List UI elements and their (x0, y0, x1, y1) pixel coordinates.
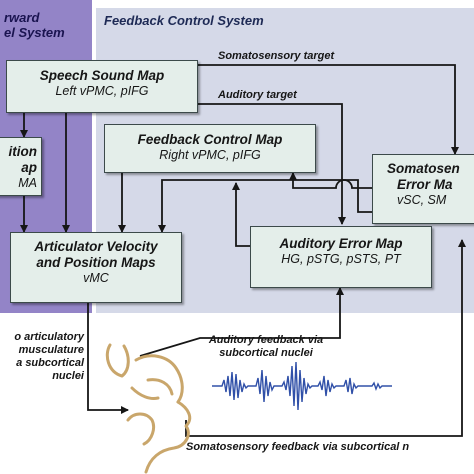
somatosensory-error-map-line1: Somatosen (387, 161, 460, 176)
auditory-feedback-line2: subcortical nuclei (219, 347, 313, 359)
speech-sound-map-box: Speech Sound Map Left vPMC, pIFG (6, 60, 198, 113)
to-musculature-label: o articulatory musculature a subcortical… (0, 331, 84, 383)
articulator-maps-line2: and Position Maps (36, 255, 156, 270)
feedback-control-map-title: Feedback Control Map (137, 132, 283, 147)
auditory-target-arrow (198, 103, 346, 225)
auditory-target-label: Auditory target (218, 89, 297, 101)
auditory-feedback-arrow (139, 287, 344, 357)
articulator-output-arrow (87, 303, 129, 414)
feedback-panel-title: Feedback Control System (104, 13, 264, 28)
audio-waveform (212, 361, 392, 411)
feedback-control-map-box: Feedback Control Map Right vPMC, pIFG (104, 124, 316, 173)
feedforward-title-line1: rward (4, 10, 40, 25)
left-partial-map-line2: ap (21, 160, 37, 175)
somatosensory-error-map-box: Somatosen Error Ma vSC, SM (372, 154, 474, 224)
speech-sound-map-subtitle: Left vPMC, pIFG (55, 84, 149, 98)
feedforward-title-line2: el System (4, 25, 65, 40)
somatosensory-target-arrow (198, 64, 459, 155)
to-musculature-line1: o articulatory (14, 331, 84, 343)
auditory-feedback-line1: Auditory feedback via (208, 334, 324, 346)
somatosensory-feedback-label: Somatosensory feedback via subcortical n (186, 441, 410, 453)
to-musculature-line4: nuclei (52, 370, 84, 382)
left-partial-map-box: ition ap MA (0, 137, 42, 196)
speaker-head-outline (105, 343, 192, 474)
somato-error-to-articulator-arrow (158, 179, 372, 233)
auditory-error-map-subtitle: HG, pSTG, pSTS, PT (281, 252, 401, 266)
left-partial-map-line3: MA (18, 176, 37, 190)
feedback-control-map-subtitle: Right vPMC, pIFG (159, 148, 261, 162)
feedforward-panel-title: rward el System (4, 10, 65, 40)
left-partial-map-line1: ition (8, 144, 38, 159)
speech-sound-map-title: Speech Sound Map (39, 68, 165, 83)
to-musculature-line2: musculature (18, 344, 84, 356)
articulator-maps-line1: Articulator Velocity (34, 239, 158, 254)
somatosensory-target-label: Somatosensory target (218, 50, 335, 62)
articulator-maps-box: Articulator Velocity and Position Maps v… (10, 232, 182, 303)
articulator-maps-subtitle: vMC (83, 271, 109, 285)
somatosensory-error-map-line3: vSC, SM (397, 193, 447, 207)
auditory-feedback-label: Auditory feedback via subcortical nuclei (196, 334, 336, 360)
auditory-error-map-title: Auditory Error Map (279, 236, 403, 251)
to-musculature-line3: a subcortical (16, 357, 84, 369)
auditory-error-map-box: Auditory Error Map HG, pSTG, pSTS, PT (250, 226, 432, 288)
auditory-error-to-fcm-arrow (232, 182, 250, 247)
somatosensory-error-map-line2: Error Ma (397, 177, 453, 192)
